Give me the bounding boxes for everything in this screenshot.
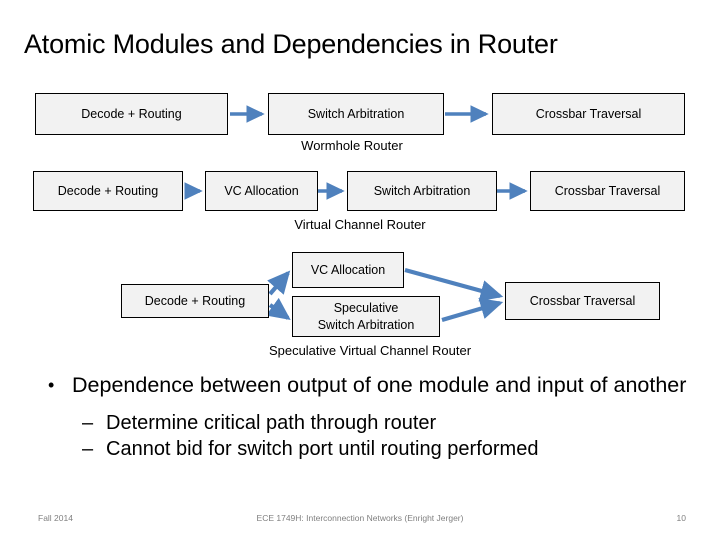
node-spec-speculative-switch-arbitration[interactable]: Speculative Switch Arbitration <box>292 296 440 337</box>
node-wormhole-decode-routing[interactable]: Decode + Routing <box>35 93 228 135</box>
node-label: Crossbar Traversal <box>535 106 642 121</box>
footer-page-number: 10 <box>676 513 686 523</box>
bullet-list: • Dependence between output of one modul… <box>30 372 692 462</box>
caption-virtual-channel-router: Virtual Channel Router <box>294 217 426 232</box>
caption-wormhole-router: Wormhole Router <box>301 138 403 153</box>
arrow-spec-ssa-to-ct <box>441 297 504 323</box>
arrow-spec-dr-to-ssa <box>265 297 291 320</box>
caption-speculative-virtual-channel-router: Speculative Virtual Channel Router <box>268 343 472 358</box>
page-title: Atomic Modules and Dependencies in Route… <box>24 29 558 59</box>
node-label: Crossbar Traversal <box>554 183 661 198</box>
arrow-spec-va-to-ct <box>404 267 504 302</box>
footer-course-name: ECE 1749H: Interconnection Networks (Enr… <box>256 513 464 523</box>
node-spec-decode-routing[interactable]: Decode + Routing <box>121 284 269 318</box>
node-label: VC Allocation <box>310 262 386 277</box>
node-label: Switch Arbitration <box>307 106 405 121</box>
node-label: Switch Arbitration <box>373 183 471 198</box>
node-label: Decode + Routing <box>144 293 246 308</box>
sub-bullet-text: Cannot bid for switch port until routing… <box>106 438 539 460</box>
node-vc-vc-allocation[interactable]: VC Allocation <box>205 171 318 211</box>
footer-term: Fall 2014 <box>38 513 73 523</box>
bullet-marker: • <box>48 375 55 395</box>
node-vc-decode-routing[interactable]: Decode + Routing <box>33 171 183 211</box>
arrow-spec-dr-to-va <box>267 270 291 296</box>
sub-bullet-text: Determine critical path through router <box>106 412 437 434</box>
node-label: Crossbar Traversal <box>529 293 636 308</box>
bullet-text: Dependence between output of one module … <box>72 373 687 397</box>
node-spec-vc-allocation[interactable]: VC Allocation <box>292 252 404 288</box>
node-label: VC Allocation <box>224 183 299 198</box>
sub-bullet-marker: – <box>82 438 94 460</box>
sub-bullet-item-1: – Determine critical path through router <box>30 410 692 436</box>
router-pipeline-diagrams: Decode + Routing Switch Arbitration Cros… <box>33 93 685 358</box>
node-label: Decode + Routing <box>81 106 182 121</box>
node-wormhole-switch-arbitration[interactable]: Switch Arbitration <box>268 93 444 135</box>
node-label-line2: Switch Arbitration <box>317 317 415 332</box>
slide-footer: Fall 2014 ECE 1749H: Interconnection Net… <box>0 511 720 529</box>
node-label: Decode + Routing <box>57 183 159 198</box>
node-label-line1: Speculative <box>333 300 399 315</box>
node-spec-crossbar-traversal[interactable]: Crossbar Traversal <box>505 282 660 320</box>
node-vc-switch-arbitration[interactable]: Switch Arbitration <box>347 171 497 211</box>
node-wormhole-crossbar-traversal[interactable]: Crossbar Traversal <box>492 93 685 135</box>
bullet-item-1: • Dependence between output of one modul… <box>30 372 692 399</box>
sub-bullet-item-2: – Cannot bid for switch port until routi… <box>30 436 692 462</box>
node-vc-crossbar-traversal[interactable]: Crossbar Traversal <box>530 171 685 211</box>
sub-bullet-marker: – <box>82 412 94 434</box>
